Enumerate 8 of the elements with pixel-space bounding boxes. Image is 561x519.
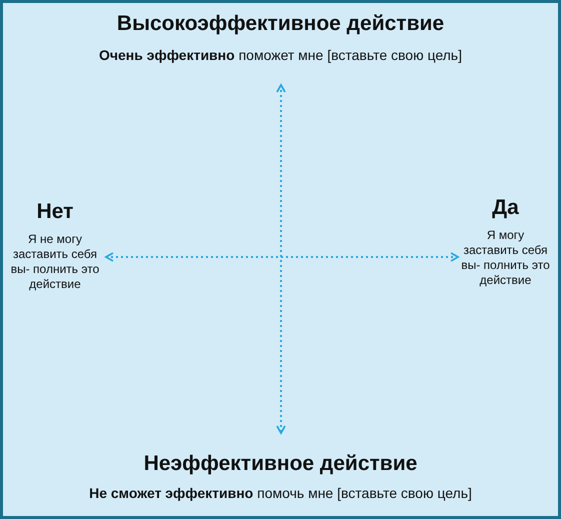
axis-description: Я не могу заставить себя вы- полнить это действие xyxy=(10,232,100,292)
axis-description: Я могу заставить себя вы- полнить это действие xyxy=(460,228,551,288)
axis-title: Высокоэффективное действие xyxy=(116,12,446,36)
axis-title: Неэффективное действие xyxy=(142,452,418,476)
axis-title: Да xyxy=(491,196,520,220)
axis-title: Нет xyxy=(36,200,74,224)
axis-description: Очень эффективно поможет мне [вставьте свою цель] xyxy=(98,47,463,63)
axis-description: Не сможет эффективно помочь мне [вставьте свою цель] xyxy=(88,485,473,501)
